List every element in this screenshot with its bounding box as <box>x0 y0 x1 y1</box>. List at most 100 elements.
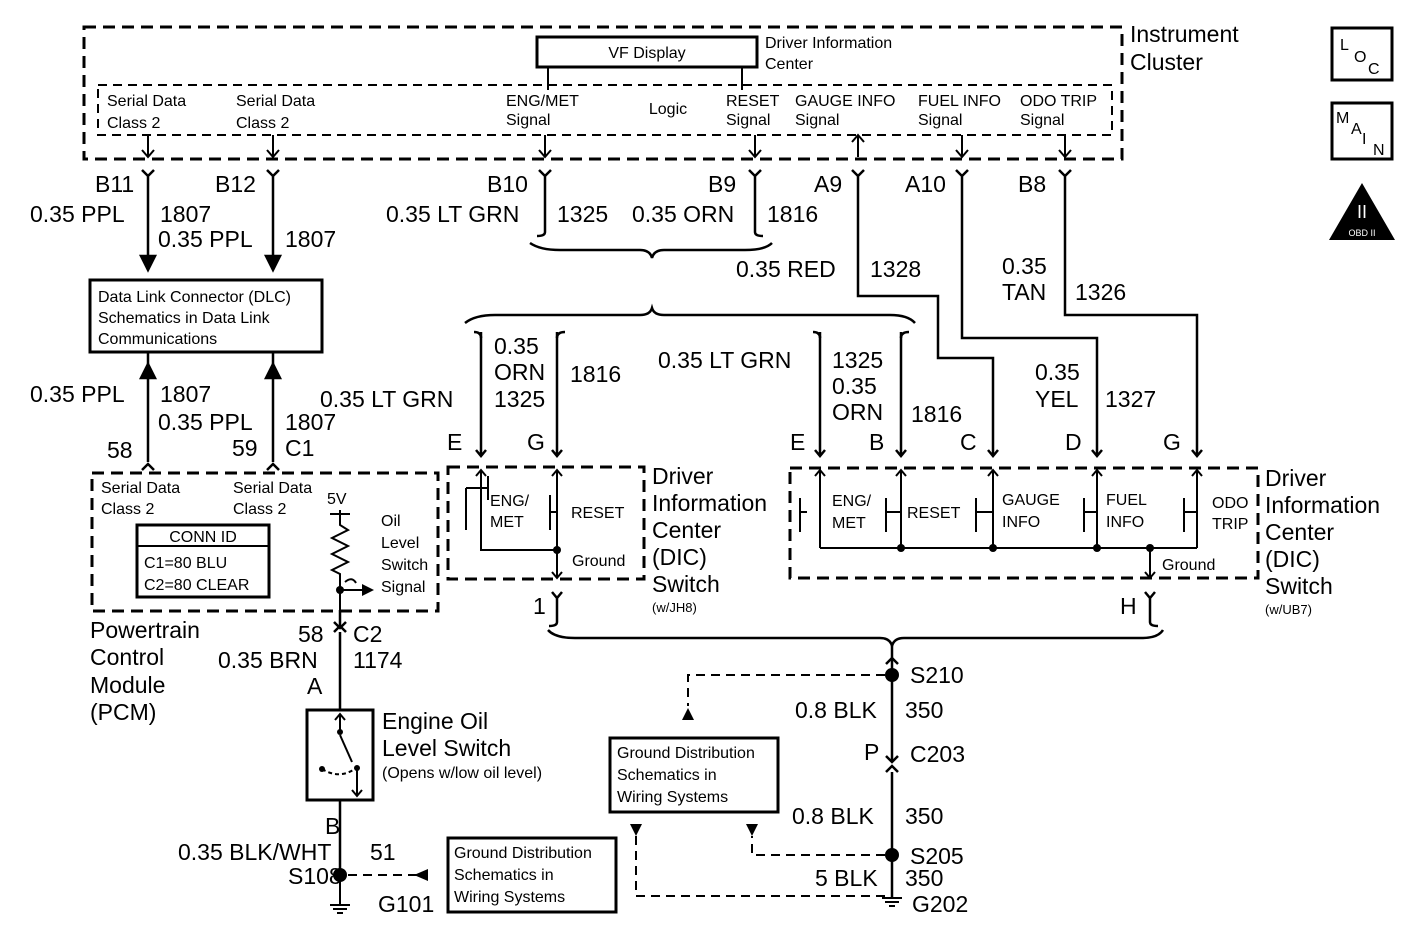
svg-text:RESET: RESET <box>571 505 625 522</box>
vf-display-label: VF Display <box>608 45 685 62</box>
svg-text:(Opens w/low oil level): (Opens w/low oil level) <box>382 765 542 782</box>
svg-text:Ground Distribution: Ground Distribution <box>617 745 755 762</box>
oil-wire: 58 C2 0.35 BRN 1174 A <box>218 610 403 710</box>
svg-text:E: E <box>447 429 462 455</box>
svg-text:ENG/: ENG/ <box>832 493 872 510</box>
ground-trunk: S210 0.8 BLK 350 P C203 0.8 BLK 350 S205… <box>630 646 968 917</box>
cluster-title-1: Instrument <box>1130 21 1239 47</box>
svg-text:Wiring Systems: Wiring Systems <box>617 789 728 806</box>
svg-text:Schematics in: Schematics in <box>454 867 554 884</box>
svg-text:1: 1 <box>533 593 546 619</box>
svg-text:Switch: Switch <box>381 557 428 574</box>
svg-text:Ground: Ground <box>1162 557 1215 574</box>
sig-gauge-b: Signal <box>795 112 839 129</box>
vf-display-box <box>535 35 759 69</box>
dic-switch-ub7: ENG/ MET RESET GAUGE INFO FUEL INFO ODO … <box>788 465 1380 628</box>
wire-labels-upper: 0.35 PPL 1807 0.35 PPL 1807 0.35 LT GRN … <box>30 201 1126 305</box>
svg-text:OBD II: OBD II <box>1348 228 1375 238</box>
svg-text:Center: Center <box>652 517 721 543</box>
svg-text:Driver: Driver <box>652 463 714 489</box>
svg-text:ENG/: ENG/ <box>490 493 530 510</box>
sig-odo-a: ODO TRIP <box>1020 93 1097 110</box>
svg-text:MET: MET <box>832 515 866 532</box>
svg-text:RESET: RESET <box>907 505 961 522</box>
svg-text:B9: B9 <box>708 171 736 197</box>
main-badge: M A I N <box>1330 101 1394 161</box>
svg-text:0.35 PPL: 0.35 PPL <box>30 381 125 407</box>
svg-text:G202: G202 <box>912 891 968 917</box>
svg-text:S205: S205 <box>910 843 964 869</box>
svg-text:(w/UB7): (w/UB7) <box>1265 602 1312 617</box>
svg-text:0.35 PPL: 0.35 PPL <box>158 226 253 252</box>
svg-text:0.8 BLK: 0.8 BLK <box>792 803 874 829</box>
sig-odo-b: Signal <box>1020 112 1064 129</box>
svg-text:G: G <box>527 429 545 455</box>
svg-text:A: A <box>307 673 323 699</box>
svg-text:0.35: 0.35 <box>1002 253 1047 279</box>
svg-text:L: L <box>1340 37 1349 54</box>
dic-label-1: Driver Information <box>765 35 892 52</box>
svg-text:Class 2: Class 2 <box>101 501 154 518</box>
svg-text:M: M <box>1336 110 1349 127</box>
svg-text:(w/JH8): (w/JH8) <box>652 600 697 615</box>
svg-text:1328: 1328 <box>870 256 921 282</box>
svg-text:Level Switch: Level Switch <box>382 735 511 761</box>
sig-serial2-b: Class 2 <box>236 115 289 132</box>
svg-text:51: 51 <box>370 839 396 865</box>
svg-text:O: O <box>1354 49 1366 66</box>
svg-text:0.35 PPL: 0.35 PPL <box>30 201 125 227</box>
svg-text:0.35 LT GRN: 0.35 LT GRN <box>320 386 453 412</box>
sig-fuel-a: FUEL INFO <box>918 93 1001 110</box>
svg-text:H: H <box>1120 593 1137 619</box>
svg-text:1325: 1325 <box>832 347 883 373</box>
instrument-cluster: VF Display Driver Information Center Ins… <box>82 21 1239 161</box>
svg-text:0.35: 0.35 <box>1035 359 1080 385</box>
svg-text:(DIC): (DIC) <box>1265 546 1320 572</box>
svg-text:Control: Control <box>90 644 164 670</box>
svg-text:Wiring Systems: Wiring Systems <box>454 889 565 906</box>
svg-text:0.35 ORN: 0.35 ORN <box>632 201 734 227</box>
svg-text:Data Link Connector (DLC): Data Link Connector (DLC) <box>98 289 291 306</box>
wire-labels-dlc-lower: 0.35 PPL 1807 0.35 PPL 1807 58 59 C1 <box>30 381 336 463</box>
wire-labels-ub7: 0.35 LT GRN 1325 0.35 ORN 1816 0.35 YEL … <box>658 347 1181 455</box>
svg-text:C2=80 CLEAR: C2=80 CLEAR <box>144 577 249 594</box>
svg-text:ORN: ORN <box>832 399 883 425</box>
svg-text:D: D <box>1065 429 1082 455</box>
svg-text:II: II <box>1357 202 1367 222</box>
svg-text:5 BLK: 5 BLK <box>815 865 878 891</box>
sig-serial1-a: Serial Data <box>107 93 186 110</box>
svg-text:C1: C1 <box>285 435 314 461</box>
svg-text:B11: B11 <box>95 171 134 197</box>
svg-text:TAN: TAN <box>1002 279 1046 305</box>
svg-text:Ground: Ground <box>572 553 625 570</box>
svg-text:Switch: Switch <box>1265 573 1333 599</box>
svg-text:1807: 1807 <box>285 226 336 252</box>
svg-text:CONN ID: CONN ID <box>169 529 237 546</box>
sig-engmet-a: ENG/MET <box>506 93 579 110</box>
sig-serial1-b: Class 2 <box>107 115 160 132</box>
svg-text:Center: Center <box>1265 519 1334 545</box>
splice-braces <box>464 241 1165 647</box>
wire-paths <box>138 169 1203 462</box>
svg-text:S108: S108 <box>288 863 342 889</box>
sig-gauge-a: GAUGE INFO <box>795 93 895 110</box>
svg-text:1807: 1807 <box>285 409 336 435</box>
dlc-box: Data Link Connector (DLC) Schematics in … <box>88 278 324 354</box>
svg-text:A10: A10 <box>905 171 946 197</box>
svg-text:ODO: ODO <box>1212 495 1248 512</box>
svg-text:Serial Data: Serial Data <box>101 480 180 497</box>
svg-text:GAUGE: GAUGE <box>1002 492 1060 509</box>
ground-distribution-box-1: Ground Distribution Schematics in Wiring… <box>446 836 618 914</box>
svg-text:(DIC): (DIC) <box>652 544 707 570</box>
svg-text:TRIP: TRIP <box>1212 516 1248 533</box>
svg-text:MET: MET <box>490 514 524 531</box>
svg-text:0.8 BLK: 0.8 BLK <box>795 697 877 723</box>
svg-text:350: 350 <box>905 697 943 723</box>
svg-text:Serial Data: Serial Data <box>233 480 312 497</box>
svg-text:I: I <box>1362 131 1366 148</box>
svg-text:Ground Distribution: Ground Distribution <box>454 845 592 862</box>
wire-labels-jh8: 0.35 ORN 1325 1816 0.35 LT GRN E G <box>320 333 621 455</box>
svg-text:Driver: Driver <box>1265 465 1327 491</box>
oil-switch-ground: B 0.35 BLK/WHT 51 S108 G101 <box>178 800 434 917</box>
